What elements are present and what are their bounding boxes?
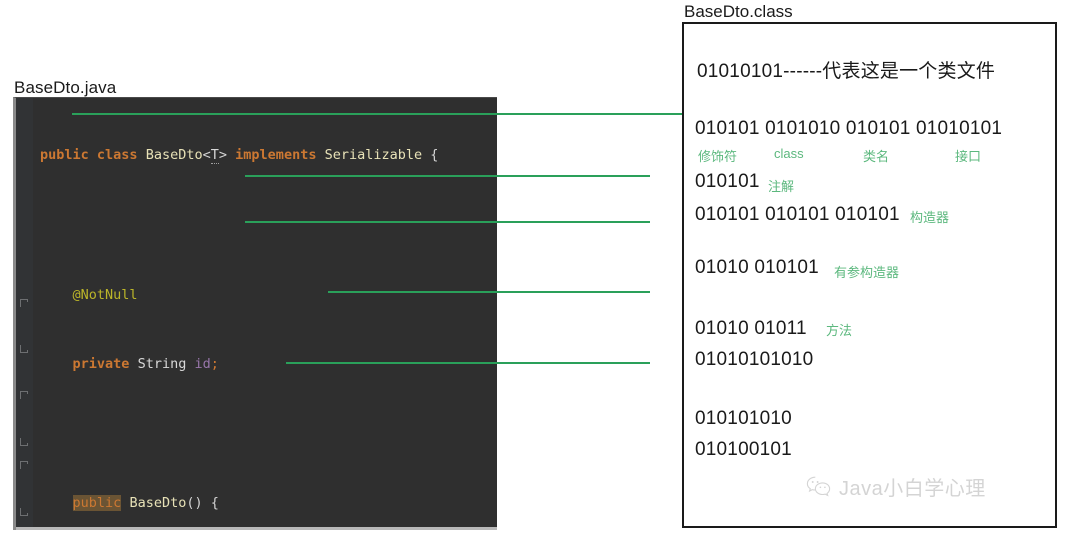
label-method: 方法 <box>826 323 853 338</box>
watermark: Java小白学心理 <box>806 472 986 501</box>
connector-line-class-declaration <box>72 113 683 115</box>
binary-row-class-signature: 010101 0101010 010101 01010101 <box>695 118 1003 139</box>
binary-row-tail-1: 010101010 <box>695 408 792 429</box>
code-line-blank <box>40 214 497 237</box>
code-content[interactable]: public class BaseDto<T> implements Seria… <box>40 98 497 530</box>
watermark-text: Java小白学心理 <box>839 478 986 500</box>
fold-close-icon-constructor[interactable] <box>19 344 30 355</box>
label-interface: 接口 <box>955 149 982 164</box>
binary-row-tail-2: 010100101 <box>695 439 792 460</box>
connector-line-default-constructor <box>245 221 650 223</box>
binary-row-param-constructor: 01010 010101 <box>695 257 819 278</box>
class-file-box: 01010101------代表这是一个类文件 010101 0101010 0… <box>682 22 1057 528</box>
label-constructor: 构造器 <box>910 210 950 225</box>
code-line-field: private String id; <box>72 356 219 373</box>
label-modifier: 修饰符 <box>698 149 738 164</box>
connector-line-field <box>245 175 650 177</box>
code-line-blank <box>40 423 497 446</box>
code-editor-panel[interactable]: public class BaseDto<T> implements Seria… <box>13 97 497 530</box>
binary-row-header: 01010101------代表这是一个类文件 <box>697 61 996 82</box>
fold-close-icon-getter[interactable] <box>19 507 30 518</box>
fold-open-icon-constructor[interactable] <box>19 298 30 309</box>
connector-line-getter <box>286 362 650 364</box>
code-line-class-declaration: public class BaseDto<T> implements Seria… <box>40 147 439 165</box>
code-line-default-constructor: public BaseDto() { <box>72 495 219 512</box>
code-line-annotation: @NotNull <box>72 286 138 303</box>
label-annotation: 注解 <box>768 179 795 194</box>
label-class-keyword: class <box>774 146 804 161</box>
binary-row-annotation: 010101 <box>695 171 760 192</box>
fold-open-icon-getter[interactable] <box>19 460 30 471</box>
fold-open-icon-param-constructor[interactable] <box>19 390 30 401</box>
label-param-constructor: 有参构造器 <box>834 265 900 280</box>
java-file-caption: BaseDto.java <box>14 78 117 97</box>
wechat-icon <box>806 476 832 498</box>
binary-row-method: 01010 01011 <box>695 318 807 339</box>
fold-close-icon-param-constructor[interactable] <box>19 437 30 448</box>
connector-line-param-constructor <box>328 291 650 293</box>
class-file-caption: BaseDto.class <box>684 2 793 21</box>
label-class-name: 类名 <box>863 149 890 164</box>
editor-gutter[interactable] <box>16 98 33 530</box>
binary-row-constructor: 010101 010101 010101 <box>695 204 900 225</box>
binary-row-method-body: 01010101010 <box>695 349 814 370</box>
